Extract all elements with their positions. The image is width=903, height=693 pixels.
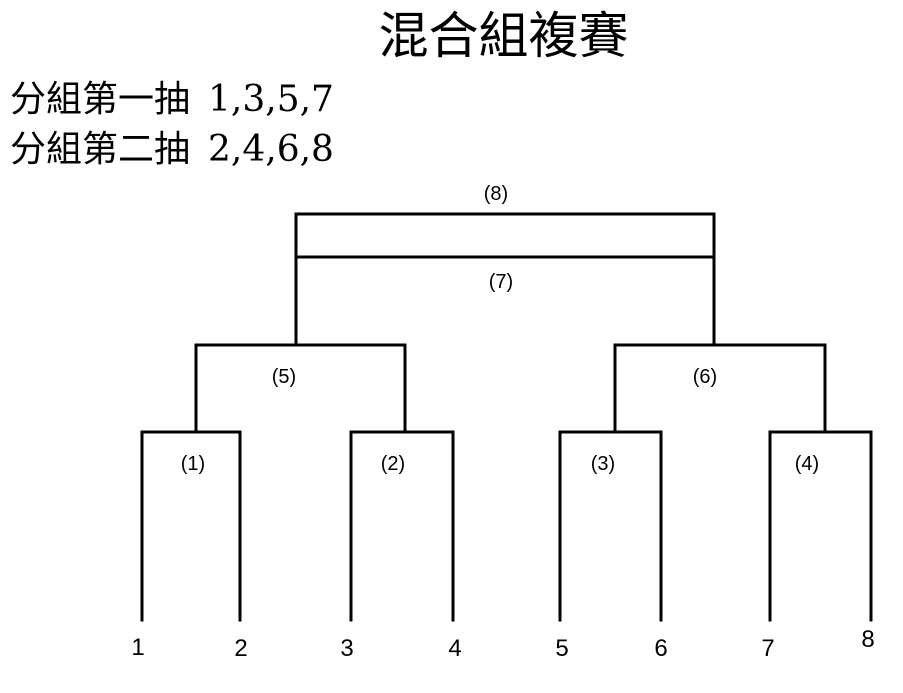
player-label-8: 8 [861,626,874,653]
player-label-2: 2 [234,635,247,662]
player-label-1: 1 [131,634,144,661]
match-label-3: (3) [591,453,615,475]
bracket-line-match-3 [558,430,663,622]
match-label-6: (6) [693,366,717,388]
match-label-4: (4) [795,453,819,475]
draw-first-row: 分組第一抽 1,3,5,7 [10,78,334,122]
player-label-4: 4 [448,635,461,662]
bracket-line-match-8 [294,212,716,259]
page-title: 混合組複賽 [378,7,629,65]
match-label-8: (8) [484,183,508,205]
bracket-line-match-7 [294,255,716,347]
bracket-line-match-5 [194,343,407,434]
bracket-line-match-1 [140,430,242,622]
draw-second-label: 分組第二抽 [10,129,191,170]
player-label-6: 6 [654,635,667,662]
draw-second-row: 分組第二抽 2,4,6,8 [10,128,334,172]
match-label-7: (7) [489,271,513,293]
player-label-3: 3 [340,635,353,662]
match-label-2: (2) [381,453,405,475]
player-label-5: 5 [555,635,568,662]
draw-second-numbers: 2,4,6,8 [208,129,334,170]
bracket-line-match-6 [613,343,827,434]
draw-first-numbers: 1,3,5,7 [208,79,334,120]
match-label-5: (5) [272,366,296,388]
match-label-1: (1) [181,453,205,475]
player-label-7: 7 [761,635,774,662]
bracket-line-match-2 [349,430,455,622]
draw-first-label: 分組第一抽 [10,79,191,120]
bracket-line-match-4 [768,430,873,622]
